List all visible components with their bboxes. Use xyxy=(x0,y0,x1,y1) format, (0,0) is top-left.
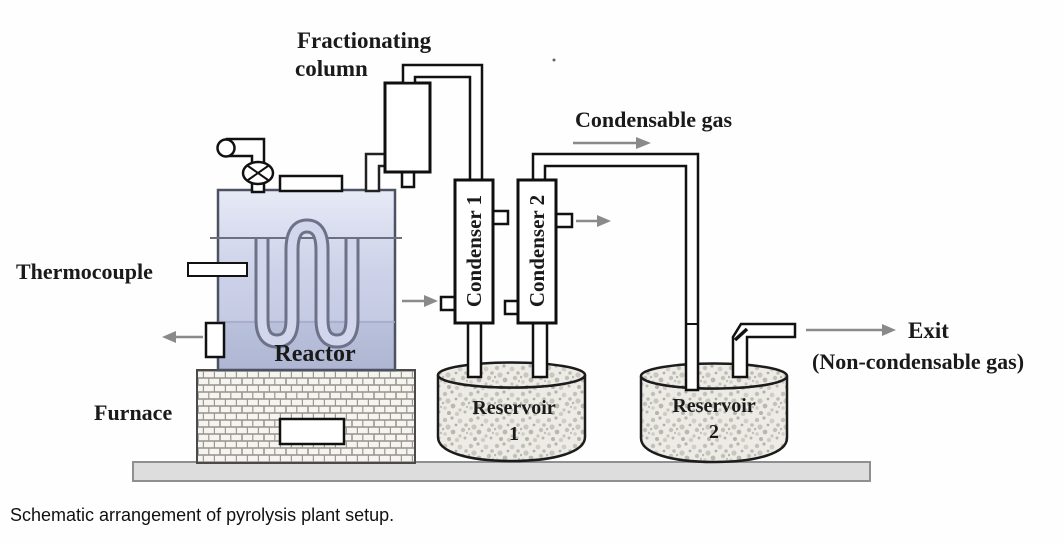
reactor-left-port xyxy=(204,321,226,359)
reactor-to-condenser1-arrow xyxy=(402,295,438,307)
valve-x-line-2 xyxy=(247,165,269,181)
exit-flow-arrow xyxy=(806,324,896,336)
condenser1-left-port xyxy=(439,295,457,312)
furnace-opening xyxy=(278,417,346,446)
condenser2-body xyxy=(516,178,558,325)
reactor-label: Reactor xyxy=(274,341,356,367)
thermocouple-probe xyxy=(187,262,248,277)
heating-coil-bore xyxy=(257,221,357,346)
exit-pipe-bend-line xyxy=(733,327,749,342)
reactor-top-flange xyxy=(278,174,344,193)
base-platform xyxy=(132,461,871,482)
column-to-reactor-pipe xyxy=(364,152,388,193)
condenser1-drain-pipe xyxy=(466,321,483,379)
condenser2-right-port xyxy=(554,212,574,229)
condenser2-outlet-arrow xyxy=(576,215,611,227)
condenser2-label: Condenser 2 xyxy=(525,195,549,307)
exit-pipe xyxy=(731,322,797,379)
condensable-gas-label: Condensable gas xyxy=(575,107,733,132)
figure-caption: Schematic arrangement of pyrolysis plant… xyxy=(10,505,395,525)
reactor-left-flow-arrow xyxy=(162,331,203,343)
exit-label: Exit xyxy=(908,318,949,343)
fractionating-column-label-line1: Fractionating xyxy=(297,28,432,53)
reservoir2-top xyxy=(639,362,789,390)
non-condensable-gas-label: (Non-condensable gas) xyxy=(812,349,1024,374)
condenser1-right-port xyxy=(491,209,510,226)
pyrolysis-diagram: Reactor Reservoir 1 Reservoir 2 Condense… xyxy=(16,28,1024,482)
condenser2-left-port xyxy=(503,299,520,316)
reservoir1-label: Reservoir xyxy=(472,397,555,419)
condenser1-body xyxy=(453,178,495,325)
reservoir2-number: 2 xyxy=(709,421,719,443)
pipe-opening xyxy=(216,138,236,158)
reservoir1-number: 1 xyxy=(509,423,519,445)
furnace-label: Furnace xyxy=(94,400,172,425)
condensable-gas-pipe xyxy=(531,152,700,392)
condenser1-label: Condenser 1 xyxy=(462,195,486,307)
condenser2-drain-pipe xyxy=(531,321,549,379)
fractionating-column-label-line2: column xyxy=(295,56,368,81)
artifact-dot xyxy=(552,58,556,62)
thermocouple-label: Thermocouple xyxy=(16,259,153,284)
fractionating-column-body xyxy=(383,81,432,174)
column-bottom-stub xyxy=(400,170,416,189)
reservoir2-label: Reservoir xyxy=(672,395,755,417)
reservoir1-top xyxy=(436,361,587,389)
condensable-gas-arrow xyxy=(573,137,651,149)
furnace-body xyxy=(196,369,416,464)
